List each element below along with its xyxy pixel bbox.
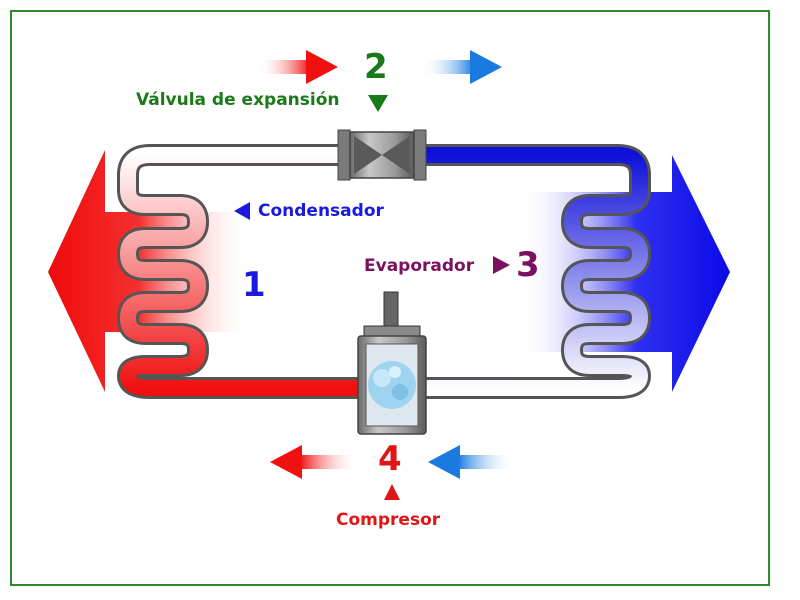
compressor-label: Compresor: [336, 510, 441, 530]
condenser-pointer-icon: [234, 202, 250, 220]
compressor: [357, 291, 427, 435]
expansion-valve: [337, 129, 427, 181]
top-cold-flow-arrow: [422, 50, 502, 84]
condenser-coil: [117, 144, 373, 399]
stage-number-2: 2: [364, 47, 388, 87]
evaporator-coil: [409, 144, 651, 399]
evaporator-label: Evaporador: [364, 256, 475, 276]
valve-pointer-icon: [368, 95, 388, 112]
evaporator-pointer-icon: [493, 256, 510, 274]
top-hot-flow-arrow: [258, 50, 338, 84]
bottom-cold-flow-arrow: [428, 445, 514, 479]
condenser-label: Condensador: [258, 201, 384, 221]
stage-number-3: 3: [516, 245, 540, 285]
stage-number-4: 4: [378, 439, 402, 479]
bottom-hot-flow-arrow: [270, 445, 358, 479]
expansion-valve-label: Válvula de expansión: [136, 90, 340, 110]
stage-number-1: 1: [242, 265, 266, 305]
compressor-pointer-icon: [384, 484, 400, 500]
